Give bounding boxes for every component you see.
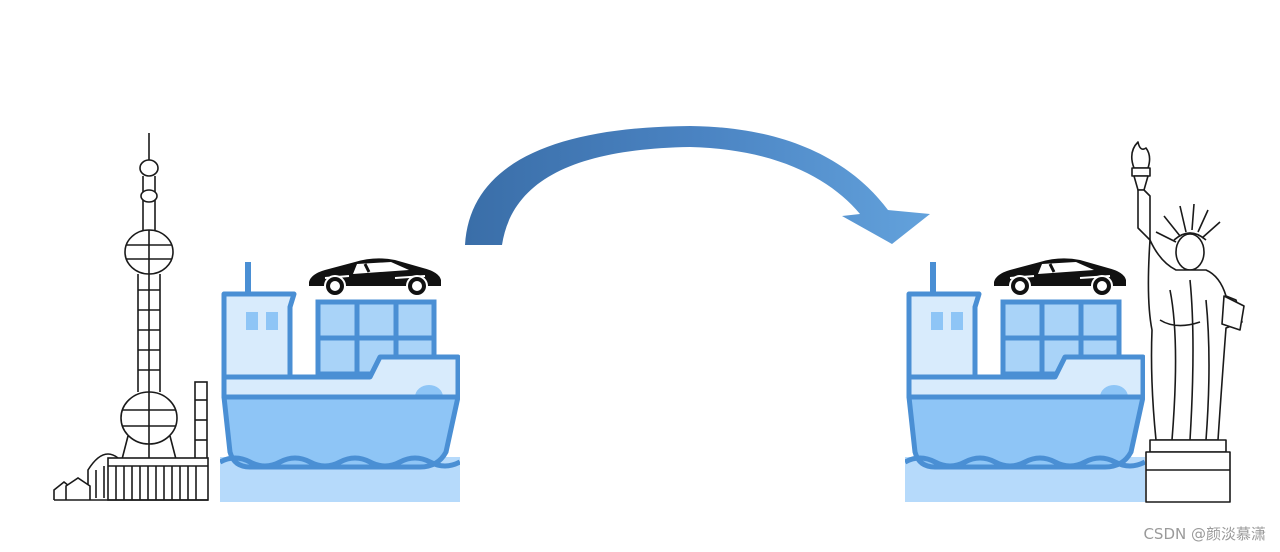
sports-car-icon (307, 256, 443, 296)
destination-ship (905, 256, 1145, 502)
sports-car-icon (992, 256, 1128, 296)
cargo-ship-icon (905, 262, 1145, 502)
origin-ship (220, 256, 460, 502)
statue-of-liberty-icon (1130, 141, 1245, 503)
oriental-pearl-tower-icon (53, 133, 209, 501)
watermark: CSDN @颜淡慕潇 (1143, 525, 1266, 543)
cargo-ship-icon (220, 262, 460, 502)
curved-arrow-icon (465, 126, 930, 245)
